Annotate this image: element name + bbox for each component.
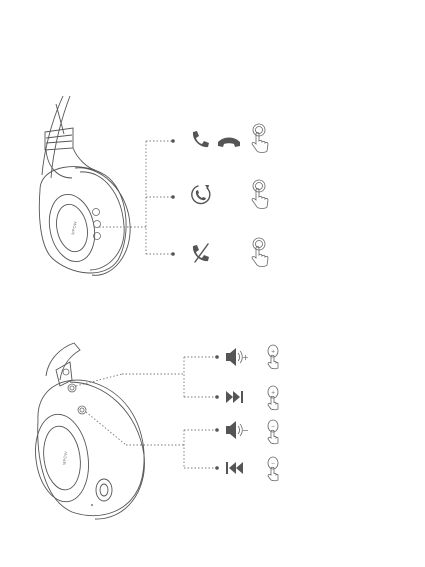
call-row-answer-end [193,124,268,153]
top-brand-label: MPOW [70,221,78,235]
press-button-gesture-icon [252,180,268,209]
button-symbol: − [271,424,275,430]
press-button-gesture-icon [252,238,268,267]
volume-up-sign: + [242,353,249,362]
button-symbol: − [271,461,275,467]
button-symbol: + [271,349,275,355]
bottom-leader-lines [76,355,219,470]
headphone-top-illustration: MPOW [39,96,130,275]
bottom-brand-label: MPOW [61,451,68,465]
phone-reject-icon [193,244,209,262]
phone-hangup-icon [218,138,240,148]
control-row-next-track: + [226,386,278,410]
press-button-gesture-icon: + [268,386,278,410]
press-button-gesture-icon: + [268,345,278,369]
next-track-icon [226,391,243,403]
call-row-redial [192,180,268,209]
control-row-volume-down: − − [226,420,278,444]
phone-redial-icon [192,185,210,204]
speaker-volume-up-icon [226,348,242,366]
button-symbol: + [271,390,275,396]
press-button-gesture-icon: − [268,457,278,481]
headphone-bottom-illustration: MPOW [30,343,144,519]
call-row-reject [193,238,268,267]
control-row-previous-track: − [226,457,278,481]
previous-track-icon [226,462,243,474]
bottom-control-buttons [68,384,86,414]
top-control-buttons [93,209,101,240]
top-leader-lines [99,139,175,256]
volume-down-sign: − [242,426,249,435]
control-row-volume-up: + + [226,345,278,369]
press-button-gesture-icon: − [268,420,278,444]
press-button-gesture-icon [252,124,268,153]
speaker-volume-down-icon [226,421,242,439]
phone-answer-icon [193,131,209,147]
